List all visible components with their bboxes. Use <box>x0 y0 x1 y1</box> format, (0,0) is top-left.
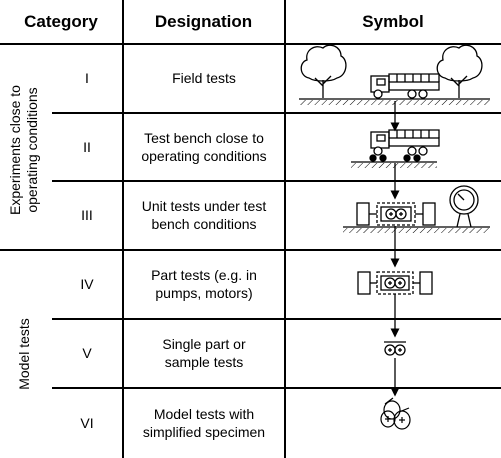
row-divider <box>52 318 501 320</box>
column-divider-category <box>122 0 124 458</box>
designation-line: pumps, motors) <box>155 285 253 301</box>
test-bench-truck-symbol <box>351 129 440 163</box>
designation-line: Test bench close to <box>144 129 264 146</box>
roller-specimen-symbol <box>380 397 411 430</box>
unit-test-bench-symbol <box>343 185 490 228</box>
gear-pair-symbol <box>384 341 406 356</box>
designation-cell: Test bench close to operating conditions <box>124 113 284 180</box>
header-category: Category <box>24 12 98 31</box>
designation-line: Unit tests under test <box>141 198 267 214</box>
part-test-symbol <box>357 271 433 295</box>
header-bottom-border <box>0 43 501 45</box>
group-label-experiments: Experiments close to operating condition… <box>3 47 45 253</box>
category-cell: V <box>82 345 92 361</box>
designation-line: simplified specimen <box>142 424 266 440</box>
designation-line: sample tests <box>164 354 244 370</box>
designation-line: Part tests (e.g. in <box>151 267 257 283</box>
header-symbol: Symbol <box>362 12 424 31</box>
column-divider-designation <box>284 0 286 458</box>
symbol-column <box>299 44 490 430</box>
bench-hatch <box>351 163 437 168</box>
group-label-line: Experiments close to <box>7 85 23 215</box>
category-cell: VI <box>80 415 94 431</box>
designation-line: bench conditions <box>151 216 257 232</box>
category-cell: IV <box>80 276 94 292</box>
field-test-symbol <box>299 44 490 100</box>
designation-line: Single part or <box>162 336 246 352</box>
row-divider <box>52 112 501 114</box>
designation-cell: Part tests (e.g. in pumps, motors) <box>124 250 284 318</box>
row-divider <box>52 180 501 182</box>
designation-cell: Field tests <box>124 44 284 112</box>
group-label-line: operating conditions <box>24 87 40 213</box>
category-cell: II <box>83 138 91 155</box>
group-divider <box>0 249 501 251</box>
group-label-model-tests: Model tests <box>14 250 34 458</box>
row-divider <box>52 387 501 389</box>
designation-line: Field tests <box>172 70 236 86</box>
designation-line: Model tests with <box>153 406 255 422</box>
designation-cell: Unit tests under test bench conditions <box>124 181 284 249</box>
group-label-line: Model tests <box>15 318 32 390</box>
designation-cell: Single part or sample tests <box>124 319 284 387</box>
category-cell: I <box>85 70 89 86</box>
designation-cell: Model tests with simplified specimen <box>124 388 284 458</box>
category-cell: III <box>81 207 93 223</box>
bench-hatch <box>343 228 490 233</box>
designation-line: operating conditions <box>141 147 267 164</box>
header-designation: Designation <box>154 12 253 31</box>
